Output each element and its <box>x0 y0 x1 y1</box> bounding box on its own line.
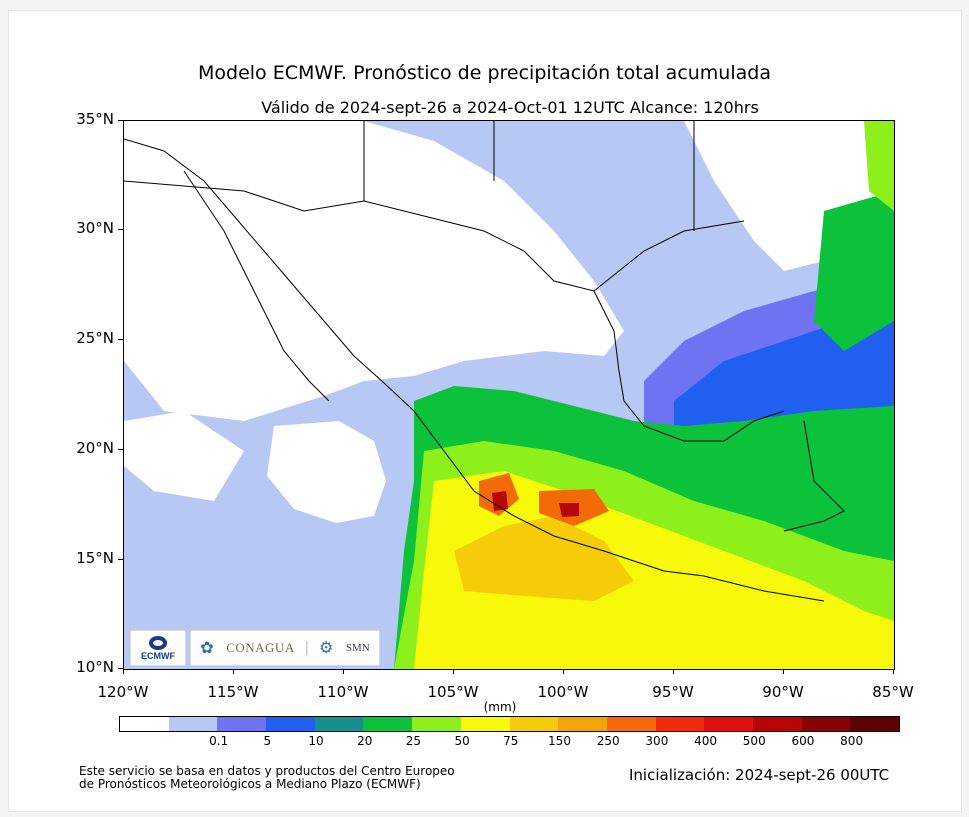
colorbar <box>119 716 900 732</box>
us-state-lines <box>363 121 695 231</box>
lat-tick-15 <box>118 559 123 560</box>
colorbar-segment <box>168 717 218 731</box>
colorbar-segment <box>120 717 169 731</box>
smn-logo-text: SMN <box>345 642 370 654</box>
colorbar-level-label: 5 <box>263 734 272 748</box>
colorbar-level-label: 800 <box>840 734 864 748</box>
dry-pacific-center <box>267 421 386 523</box>
dry-north <box>124 121 894 271</box>
ecmwf-emblem-icon <box>149 635 167 650</box>
lon-label: 100°W <box>537 683 589 701</box>
lat-label: 30°N <box>76 219 114 237</box>
colorbar-level-label: 20 <box>357 734 373 748</box>
lon-tick <box>343 669 344 674</box>
lon-label: 105°W <box>427 683 479 701</box>
lon-tick <box>893 669 894 674</box>
attribution-note: Este servicio se basa en datos y product… <box>79 765 455 791</box>
gulf-coastline <box>593 290 785 442</box>
lat-tick-20 <box>118 449 123 450</box>
colorbar-level-label: 300 <box>645 734 669 748</box>
conagua-logo-text: CONAGUA <box>226 640 295 655</box>
lat-label: 20°N <box>76 439 114 457</box>
lon-label: 115°W <box>207 683 259 701</box>
map-subtitle: Válido de 2024-sept-26 a 2024-Oct-01 12U… <box>261 98 759 117</box>
ecmwf-logo-text: ECMWF <box>141 650 175 661</box>
lon-tick <box>453 669 454 674</box>
lat-tick-30 <box>118 229 123 230</box>
colorbar-level-label: 150 <box>548 734 571 748</box>
dry-pacific-west <box>124 411 244 501</box>
lat-tick-35 <box>118 120 123 121</box>
lon-tick <box>783 669 784 674</box>
attribution-line: Este servicio se basa en datos y product… <box>79 764 455 778</box>
pacific-coastline <box>124 138 825 602</box>
colorbar-segment <box>363 717 413 731</box>
band-250mm-core <box>454 516 634 601</box>
lat-tick-10 <box>118 668 123 669</box>
lon-label: 95°W <box>652 683 694 701</box>
colorbar-segment <box>704 717 753 731</box>
dry-land-mexico <box>124 121 624 421</box>
colorbar-level-label: 600 <box>791 734 815 748</box>
lon-tick <box>673 669 674 674</box>
colorbar-segment <box>801 717 851 731</box>
lat-label: 25°N <box>76 329 114 347</box>
colorbar-level-label: 500 <box>742 734 766 748</box>
baja-coastline <box>183 170 330 402</box>
colorbar-segment <box>509 717 559 731</box>
colorbar-level-label: 250 <box>596 734 620 748</box>
ecmwf-logo: ECMWF <box>130 630 186 666</box>
lon-tick <box>563 669 564 674</box>
precipitation-map <box>123 120 895 670</box>
colorbar-segment <box>460 717 510 731</box>
colorbar-segment <box>606 717 656 731</box>
colorbar-segment <box>314 717 364 731</box>
lon-label: 85°W <box>872 683 914 701</box>
lat-label: 15°N <box>76 549 114 567</box>
colorbar-level-label: 50 <box>454 734 470 748</box>
colorbar-level-label: 0.1 <box>209 734 229 748</box>
colorbar-segment <box>217 717 267 731</box>
lat-label: 35°N <box>76 110 114 128</box>
peak-east <box>559 503 579 517</box>
precipitation-field <box>124 121 894 669</box>
lon-tick <box>123 669 124 674</box>
colorbar-segment <box>655 717 705 731</box>
lat-tick-25 <box>118 339 123 340</box>
colorbar-segment <box>266 717 315 731</box>
colorbar-level-label: 25 <box>405 734 422 748</box>
band-75mm-ne <box>864 121 894 211</box>
band-50mm-east <box>814 191 894 351</box>
attribution-line: de Pronósticos Meteorológicos a Mediano … <box>79 777 421 791</box>
colorbar-segment <box>752 717 802 731</box>
yucatan-outline <box>783 420 845 532</box>
initialization-time: Inicialización: 2024-sept-26 00UTC <box>629 766 890 784</box>
colorbar-level-label: 400 <box>694 734 718 748</box>
lon-label: 90°W <box>762 683 804 701</box>
conagua-drop-icon: ✿ <box>200 640 214 657</box>
colorbar-segment <box>412 717 461 731</box>
smn-gear-icon: ⚙ <box>318 640 334 657</box>
lat-label: 10°N <box>76 658 114 676</box>
colorbar-level-label: 75 <box>503 734 519 748</box>
lon-label: 110°W <box>317 683 369 701</box>
colorbar-segment <box>558 717 607 731</box>
lon-label: 120°W <box>97 683 149 701</box>
colorbar-level-label: 10 <box>308 734 324 748</box>
colorbar-unit: (mm) <box>483 700 517 714</box>
lon-tick <box>233 669 234 674</box>
map-title: Modelo ECMWF. Pronóstico de precipitació… <box>198 62 771 84</box>
colorbar-segment <box>850 717 899 731</box>
us-mexico-border <box>124 180 745 292</box>
logo-divider: | <box>305 639 309 656</box>
agency-logos: ✿ CONAGUA | ⚙ SMN <box>190 630 380 666</box>
peak-west <box>492 491 508 511</box>
logo-strip: ECMWF ✿ CONAGUA | ⚙ SMN <box>130 630 380 666</box>
